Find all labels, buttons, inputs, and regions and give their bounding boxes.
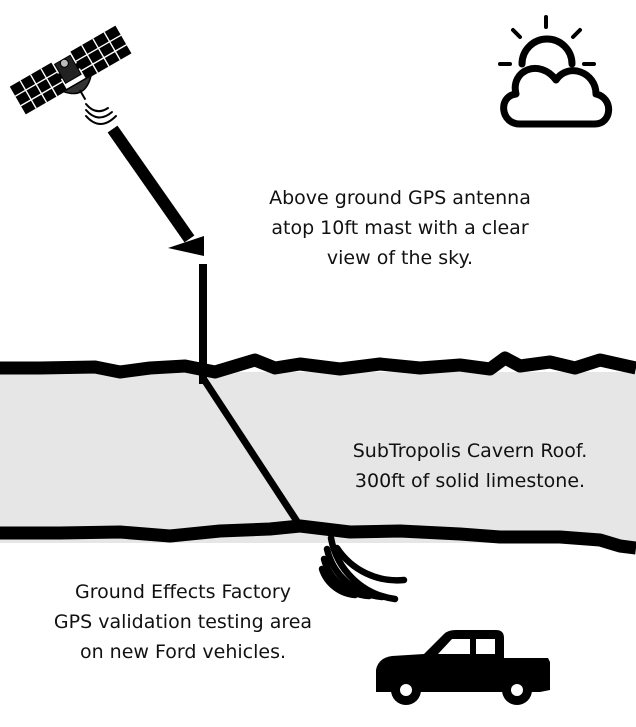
roof-caption-line-1: SubTropolis Cavern Roof.	[352, 440, 588, 462]
cavern-roof-line	[0, 519, 636, 555]
antenna-cable	[199, 374, 306, 533]
signal-waves-icon	[318, 534, 408, 603]
limestone-layer	[0, 372, 636, 543]
ground-surface-line	[0, 351, 636, 379]
antenna-caption-line-1: Above ground GPS antenna	[269, 187, 531, 209]
factory-caption-line-3: on new Ford vehicles.	[79, 641, 287, 663]
pickup-truck-icon	[376, 630, 550, 705]
satellite-icon	[9, 25, 132, 125]
factory-caption: Ground Effects Factory GPS validation te…	[28, 577, 338, 667]
antenna-caption-line-2: atop 10ft mast with a clear	[271, 217, 529, 239]
sun-behind-cloud-icon	[498, 15, 613, 128]
antenna-caption-line-3: view of the sky.	[326, 247, 474, 269]
antenna-caption: Above ground GPS antenna atop 10ft mast …	[240, 183, 560, 273]
factory-caption-line-2: GPS validation testing area	[53, 611, 313, 633]
factory-caption-line-1: Ground Effects Factory	[75, 581, 291, 603]
roof-caption-line-2: 300ft of solid limestone.	[354, 470, 586, 492]
signal-arrow	[107, 125, 204, 256]
cavern-roof-caption: SubTropolis Cavern Roof. 300ft of solid …	[330, 436, 610, 496]
